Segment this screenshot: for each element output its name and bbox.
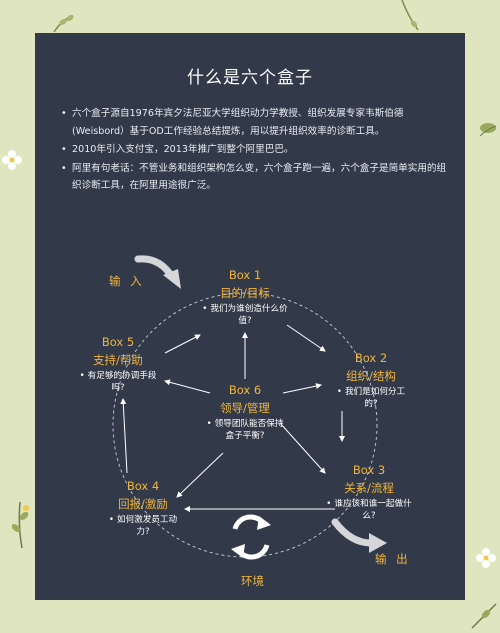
box-4-name: 回报/激励 bbox=[118, 497, 168, 511]
arrow-box1-box2 bbox=[286, 324, 326, 352]
arrow-box6-box3 bbox=[279, 422, 326, 474]
box-3-name: 关系/流程 bbox=[344, 481, 394, 495]
box-3-number: Box 3 bbox=[352, 463, 386, 477]
box-6: Box 6 领导/管理 •领导团队能否保持盒子平衡? bbox=[199, 383, 291, 442]
intro-bullet-list: 六个盒子源自1976年宾夕法尼亚大学组织动力学教授、组织发展专家韦斯伯德(Wei… bbox=[61, 105, 448, 196]
output-arrow-icon bbox=[331, 518, 375, 547]
box-5-number: Box 5 bbox=[101, 335, 135, 349]
box-2: Box 2 组织/结构 •我们是如何分工的? bbox=[331, 351, 411, 410]
bullet-item: 阿里有句老话：不管业务和组织架构怎么变，六个盒子跑一遍，六个盒子是简单实用的组织… bbox=[61, 160, 448, 195]
box-4-question: •如何激发员工动力? bbox=[108, 515, 178, 537]
box-2-name: 组织/结构 bbox=[346, 369, 396, 383]
arrow-box6-box2 bbox=[282, 383, 322, 394]
decorative-leaf-bottom-left bbox=[11, 501, 29, 549]
outer-dashed-circle bbox=[112, 292, 378, 558]
page-title: 什么是六个盒子 bbox=[187, 68, 313, 88]
arrow-box6-box4 bbox=[176, 452, 224, 498]
arrow-box4-box5 bbox=[120, 398, 128, 474]
content-panel: 什么是六个盒子 六个盒子源自1976年宾夕法尼亚大学组织动力学教授、组织发展专家… bbox=[35, 33, 465, 600]
box-5-question: •有足够的协调手段吗? bbox=[79, 371, 157, 393]
box-6-number: Box 6 bbox=[228, 383, 262, 397]
box-3-question: •谁应该和谁一起做什么? bbox=[326, 499, 412, 521]
box-6-question: •领导团队能否保持盒子平衡? bbox=[206, 419, 284, 441]
bullet-item: 六个盒子源自1976年宾夕法尼亚大学组织动力学教授、组织发展专家韦斯伯德(Wei… bbox=[61, 105, 448, 140]
box-1-number: Box 1 bbox=[228, 268, 262, 282]
arrow-box6-box5 bbox=[164, 379, 211, 394]
box-1-question: •我们为谁创造什么价值? bbox=[202, 304, 288, 326]
bullet-item: 2010年引入支付宝，2013年推广到整个阿里巴巴。 bbox=[61, 141, 448, 159]
box-6-name: 领导/管理 bbox=[220, 401, 270, 415]
box-1: Box 1 目的/目标 •我们为谁创造什么价值? bbox=[185, 268, 305, 327]
output-label: 输 出 bbox=[375, 552, 411, 566]
arrow-box5-box1 bbox=[164, 334, 201, 354]
box-5: Box 5 支持/帮助 •有足够的协调手段吗? bbox=[75, 335, 161, 394]
decorative-leaf-top-right bbox=[401, 0, 419, 31]
box-3: Box 3 关系/流程 •谁应该和谁一起做什么? bbox=[321, 463, 417, 522]
decorative-leaf-top-left bbox=[53, 14, 74, 33]
box-5-name: 支持/帮助 bbox=[93, 353, 143, 367]
six-box-diagram bbox=[112, 255, 387, 560]
box-4-number: Box 4 bbox=[126, 479, 160, 493]
decorative-leaf-right bbox=[479, 123, 497, 137]
box-1-name: 目的/目标 bbox=[220, 286, 270, 300]
box-2-question: •我们是如何分工的? bbox=[336, 387, 406, 409]
box-2-number: Box 2 bbox=[354, 351, 388, 365]
decorative-leaf-bottom-right bbox=[471, 603, 497, 629]
box-4: Box 4 回报/激励 •如何激发员工动力? bbox=[95, 479, 191, 538]
input-label: 输 入 bbox=[109, 274, 145, 288]
environment-label: 环境 bbox=[241, 574, 264, 588]
decorative-flower-left bbox=[2, 150, 22, 170]
decorative-flower-bottom-right bbox=[476, 548, 496, 568]
environment-cycle-icon bbox=[231, 514, 271, 560]
